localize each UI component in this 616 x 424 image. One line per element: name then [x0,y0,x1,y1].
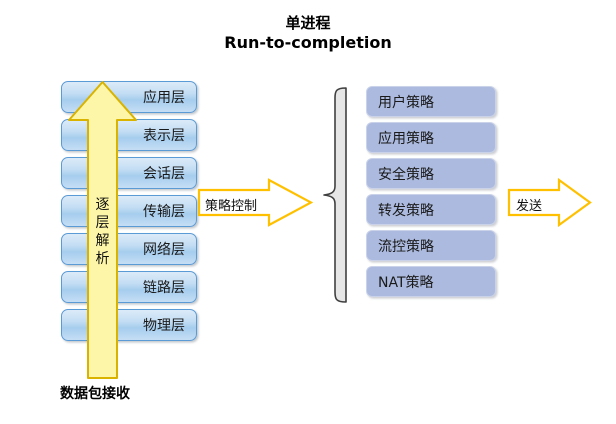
osi-layer-box-datalink[interactable]: 链路层 [61,271,197,303]
policy-box-forwarding[interactable]: 转发策略 [366,194,496,225]
policy-label: 安全策略 [378,166,434,183]
policy-list: 用户策略 应用策略 安全策略 转发策略 流控策略 NAT策略 [366,86,500,302]
osi-layer-box-transport[interactable]: 传输层 [61,195,197,227]
osi-layer-label: 应用层 [143,90,185,106]
send-arrow-icon [507,178,592,227]
policy-label: 转发策略 [378,202,434,219]
osi-layer-label: 会话层 [143,166,185,182]
osi-layer-label: 表示层 [143,128,185,144]
policy-box-security[interactable]: 安全策略 [366,158,496,189]
packet-receive-caption: 数据包接收 [60,386,130,402]
policy-box-user[interactable]: 用户策略 [366,86,496,117]
policy-label: 用户策略 [378,94,434,111]
policy-label: 应用策略 [378,130,434,147]
policy-group-brace [323,87,347,303]
osi-layer-label: 物理层 [143,318,185,334]
page-title-line1: 单进程 [285,14,331,32]
osi-layer-label: 链路层 [143,280,185,296]
page-title-line2: Run-to-completion [224,33,392,52]
osi-layer-box-session[interactable]: 会话层 [61,157,197,189]
policy-control-arrow-icon [197,178,313,227]
osi-layer-stack: 应用层 表示层 会话层 传输层 网络层 链路层 物理层 [61,81,199,345]
policy-control-arrow-label: 策略控制 [205,199,258,214]
osi-layer-label: 网络层 [143,242,185,258]
osi-layer-box-physical[interactable]: 物理层 [61,309,197,341]
send-arrow-label: 发送 [516,199,543,214]
osi-layer-box-network[interactable]: 网络层 [61,233,197,265]
osi-layer-box-presentation[interactable]: 表示层 [61,119,197,151]
policy-label: 流控策略 [378,238,434,255]
policy-box-flow-control[interactable]: 流控策略 [366,230,496,261]
layer-parse-up-arrow-icon [68,81,137,379]
osi-layer-label: 传输层 [143,204,185,220]
policy-box-application[interactable]: 应用策略 [366,122,496,153]
policy-box-nat[interactable]: NAT策略 [366,266,496,297]
layer-parse-arrow-label: 逐层解析 [95,197,110,267]
policy-label: NAT策略 [378,274,434,291]
